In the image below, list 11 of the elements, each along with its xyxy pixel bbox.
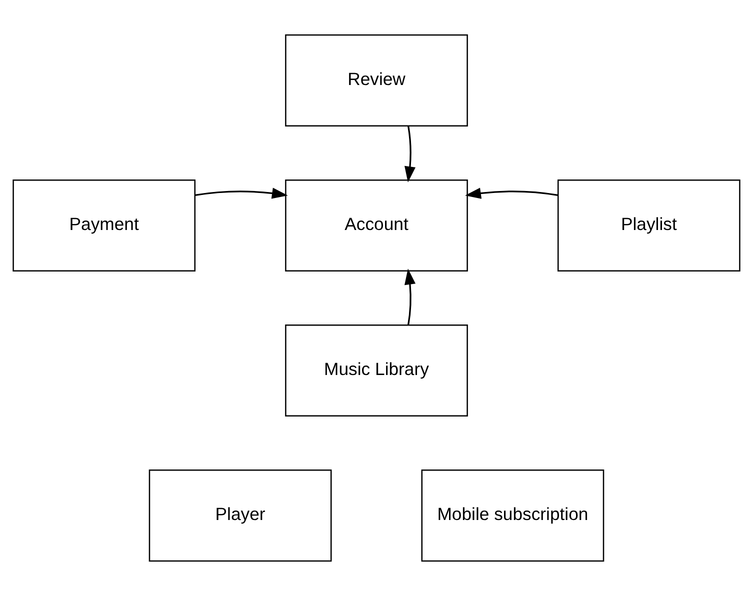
node-box: Account bbox=[285, 179, 468, 272]
arrow bbox=[404, 268, 416, 326]
arrow bbox=[194, 188, 288, 199]
node-box: Review bbox=[285, 34, 468, 126]
node-box: Player bbox=[148, 470, 332, 562]
node-box: Mobile subscription bbox=[421, 470, 604, 562]
node-box: Playlist bbox=[557, 179, 740, 272]
arrow bbox=[465, 188, 558, 199]
node-box: Payment bbox=[12, 179, 196, 272]
arrow bbox=[404, 126, 416, 182]
node-box: Music Library bbox=[285, 324, 468, 417]
